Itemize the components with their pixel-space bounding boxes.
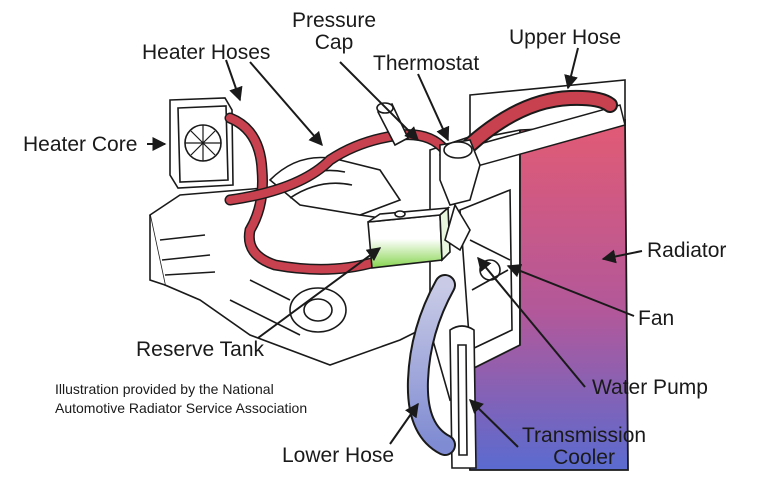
arrow-thermostat [417,73,450,142]
illustration-credit: Illustration provided by the National Au… [55,380,307,418]
heater-hoses [224,112,451,275]
label-water-pump: Water Pump [592,376,708,399]
label-upper-hose: Upper Hose [509,26,622,49]
label-fan: Fan [638,307,675,330]
arrow-reserve-tank [257,247,382,339]
credit-line1: Illustration provided by the National [55,381,274,397]
thermostat-housing [439,139,481,252]
lower-hose [406,274,456,456]
engine-block [149,156,441,366]
label-lower-hose: Lower Hose [282,444,395,467]
leader-lines [147,47,643,448]
arrow-fan [506,264,635,317]
arrow-heater-hoses-b [249,61,323,147]
label-radiator: Radiator [647,239,727,262]
upper-hose [462,89,618,153]
label-pressure-cap: Pressure Cap [292,9,377,55]
arrow-transmission-cooler [468,399,519,448]
credit-line2: Automotive Radiator Service Association [55,399,308,416]
label-transmission-cooler: Transmission Cooler [522,424,647,470]
label-pressure-cap-line1: Pressure [292,9,377,32]
label-thermostat: Thermostat [373,52,480,75]
arrow-lower-hose [389,402,419,445]
arrow-radiator [601,249,643,264]
label-reserve-tank: Reserve Tank [136,338,265,361]
radiator [439,79,629,471]
label-transmission-cooler-line1: Transmission [522,424,647,447]
transmission-cooler [449,325,477,469]
arrow-heater-hoses-a [225,59,243,102]
label-transmission-cooler-line2: Cooler [553,446,615,470]
arrow-upper-hose [564,47,579,90]
arrow-pressure-cap [339,61,419,141]
reserve-tank [367,206,451,269]
label-heater-core: Heater Core [23,133,138,156]
arrow-water-pump [477,256,586,388]
heater-core [169,97,234,189]
label-heater-hoses: Heater Hoses [142,41,271,64]
label-pressure-cap-line2: Cap [314,31,354,55]
